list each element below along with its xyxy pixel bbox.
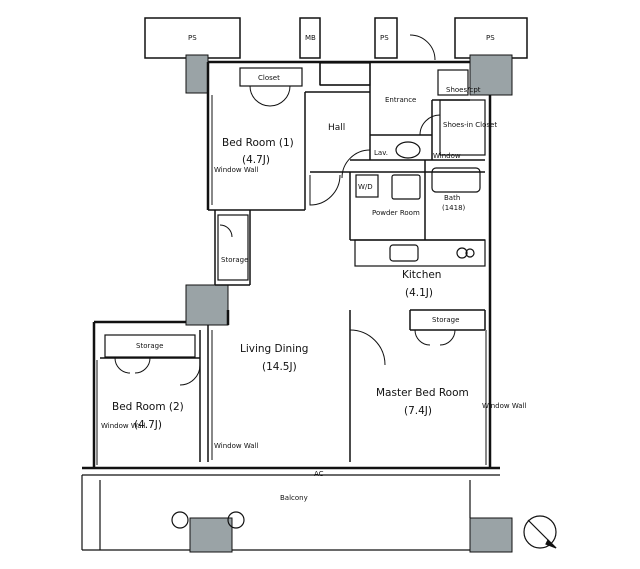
bedroom1-name: Bed Room (1)	[222, 137, 294, 149]
bath-fixtures	[319, 62, 481, 200]
door-swings	[114, 34, 456, 386]
compass-icon	[523, 515, 557, 549]
shoes-closet-label: Shoes-in Closet	[443, 121, 497, 129]
closet-bed1-label: Closet	[258, 74, 280, 82]
ps-label-2: PS	[380, 34, 389, 42]
bedroom2-name: Bed Room (2)	[112, 401, 184, 413]
kitchen-name: Kitchen	[402, 269, 441, 281]
kitchen-size: (4.1J)	[405, 287, 433, 299]
window-wall-note-1: Window Wall	[214, 166, 259, 174]
window-wall-note-3: Window Wall	[214, 442, 259, 450]
balcony-label: Balcony	[280, 494, 308, 502]
bedroom2-size: (4.7J)	[134, 419, 162, 431]
storage-master-label: Storage	[432, 316, 459, 324]
wd-label: W/D	[358, 183, 373, 191]
bath-note: Window	[433, 152, 461, 160]
master-size: (7.4J)	[404, 405, 432, 417]
living-name: Living Dining	[240, 343, 308, 355]
ac-note: AC	[314, 470, 324, 478]
window-wall-note-4: Window Wall	[482, 402, 527, 410]
bath-label: Bath	[444, 194, 460, 202]
living-size: (14.5J)	[262, 361, 297, 373]
storage-hall-label: Storage	[221, 256, 248, 264]
shoes-top-label: Shoes/cpt	[446, 86, 481, 94]
window-wall-note-2: Window Wall	[101, 422, 146, 430]
bedroom1-size: (4.7J)	[242, 154, 270, 166]
balcony	[81, 474, 500, 551]
master-name: Master Bed Room	[376, 387, 469, 399]
lav-label: Lav.	[374, 149, 388, 157]
storage-bed2-label: Storage	[136, 342, 163, 350]
columns	[185, 54, 513, 553]
window-walls	[96, 95, 487, 465]
hall-label: Hall	[328, 123, 345, 133]
walls	[82, 60, 500, 470]
ps-label-1: PS	[188, 34, 197, 42]
kitchen-counter	[354, 239, 486, 267]
pipe-spaces	[144, 17, 528, 59]
storage-boxes	[104, 67, 486, 358]
entrance-label: Entrance	[385, 96, 416, 104]
ps-label-3: PS	[486, 34, 495, 42]
powder-room-label: Powder Room	[372, 209, 420, 217]
mb-label: MB	[305, 34, 316, 42]
bath-size: (1418)	[442, 204, 466, 212]
